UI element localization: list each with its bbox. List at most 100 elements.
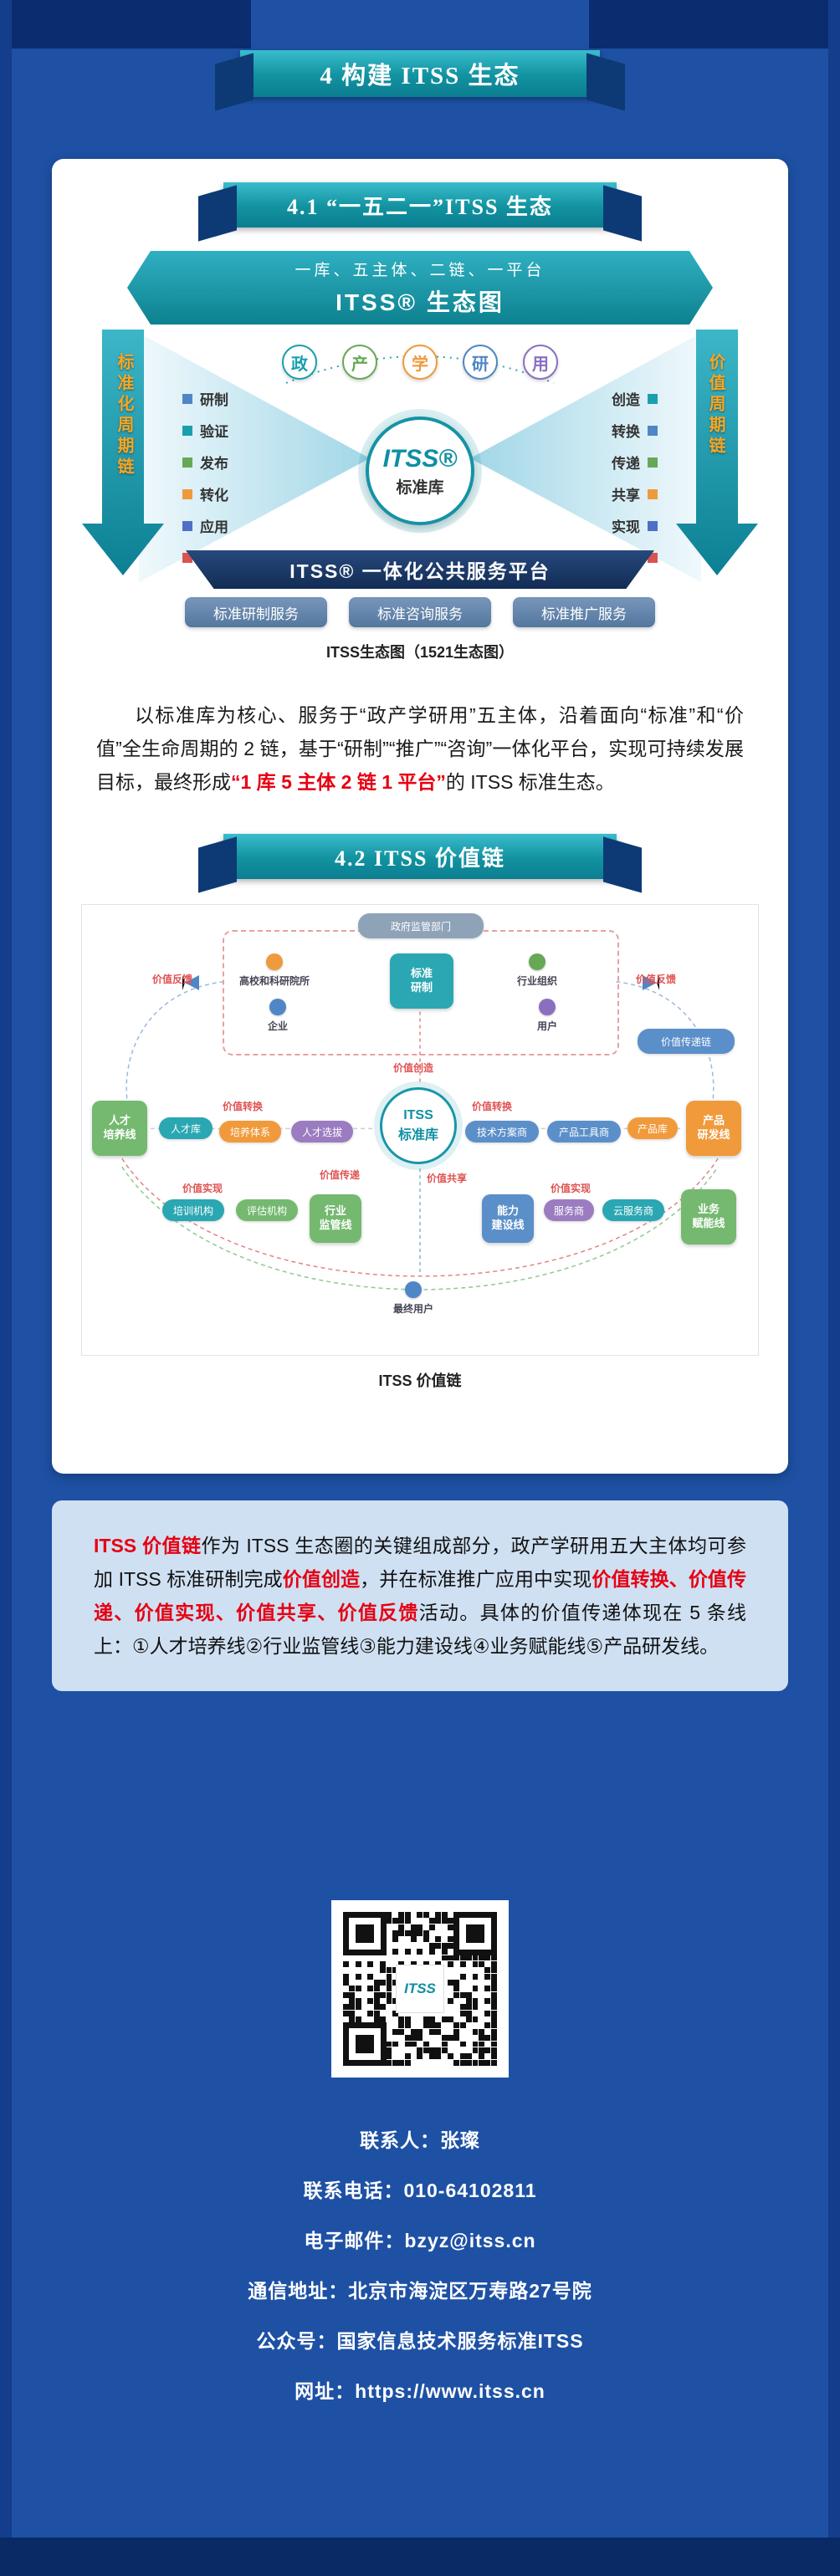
qr-module <box>417 1949 423 1955</box>
node-itss-standard-library: ITSS 标准库 <box>380 1087 457 1164</box>
qr-module <box>398 1960 405 1967</box>
qr-module <box>441 1949 448 1955</box>
section-41-paragraph: 以标准库为核心、服务于“政产学研用”五主体，沿着面向“标准”和“价值”全生命周期… <box>96 698 744 799</box>
node-talent-pool: 人才库 <box>159 1117 213 1139</box>
subsection-41-banner: 4.1 “一五二一”ITSS 生态 <box>223 182 617 227</box>
feedback-arrow-right-icon <box>643 975 659 990</box>
qr-module <box>490 1979 497 1986</box>
qr-module <box>448 1960 454 1967</box>
footer-bar <box>0 2538 840 2576</box>
node-talent-line: 人才 培养线 <box>92 1101 147 1156</box>
qr-module <box>448 1936 454 1943</box>
actor-label: 最终用户 <box>393 1303 434 1315</box>
eco-item: 共享 <box>612 483 658 504</box>
value-chain-caption: ITSS 价值链 <box>378 1372 462 1389</box>
qr-module <box>343 2010 349 2016</box>
qr-finder-top-right <box>453 1912 497 1955</box>
qr-module <box>466 2010 473 2016</box>
qr-module <box>429 1924 435 1930</box>
qr-module <box>448 1979 454 1986</box>
item-label: 验证 <box>200 424 228 440</box>
service-button: 标准研制服务 <box>185 597 327 627</box>
highlight-text: ITSS 价值链 <box>94 1535 202 1556</box>
qr-module <box>435 2047 442 2053</box>
item-bullet <box>648 425 658 436</box>
node-product-tool-vendor: 产品工具商 <box>547 1121 621 1142</box>
label-value-creation: 价值创造 <box>393 1062 434 1074</box>
qr-module <box>490 1986 497 1992</box>
eco-item: 应用 <box>182 515 228 536</box>
left-edge-decoration <box>0 0 12 2576</box>
qr-module <box>453 1979 460 1986</box>
qr-module <box>478 2059 484 2066</box>
qr-module <box>386 1979 392 1986</box>
contact-line: 联系电话：010-64102811 <box>303 2180 537 2201</box>
qr-module <box>453 2059 460 2066</box>
qr-module <box>472 2041 479 2047</box>
qr-module <box>404 1930 411 1936</box>
label-value-conversion-left: 价值转换 <box>223 1101 264 1112</box>
qr-module <box>429 2022 435 2029</box>
qr-module <box>429 2028 435 2035</box>
qr-module <box>435 2022 442 2029</box>
qr-module <box>380 1979 387 1986</box>
qr-module <box>404 2022 411 2029</box>
qr-module <box>472 2059 479 2066</box>
node-training-institution: 培训机构 <box>162 1199 224 1221</box>
qr-module <box>448 2053 454 2060</box>
subsection-41-title: 4.1 “一五二一”ITSS 生态 <box>287 194 553 219</box>
qr-module <box>386 2041 392 2047</box>
item-label: 转化 <box>200 488 228 503</box>
qr-module <box>373 2010 380 2016</box>
actor-label: 用户 <box>537 1020 558 1032</box>
node-cloud-provider: 云服务商 <box>602 1199 664 1221</box>
qr-module <box>484 1955 491 1961</box>
qr-module <box>459 2041 466 2047</box>
subject-circle: 研 <box>463 345 498 380</box>
qr-module <box>398 2016 405 2023</box>
qr-module <box>448 1924 454 1930</box>
qr-module <box>490 2028 497 2035</box>
qr-module <box>398 1912 405 1918</box>
qr-module <box>484 1973 491 1980</box>
qr-module <box>472 1973 479 1980</box>
standard-cycle-items: 研制验证发布转化应用改进 <box>182 388 228 568</box>
qr-module <box>398 1924 405 1930</box>
qr-module <box>466 2004 473 2011</box>
highlight-text: 价值创造 <box>282 1568 361 1590</box>
qr-module <box>373 2016 380 2023</box>
qr-module <box>423 1930 429 1936</box>
node-business-line: 业务 赋能线 <box>681 1189 736 1245</box>
actor-icon <box>529 953 545 970</box>
qr-module <box>423 1936 429 1943</box>
qr-module <box>349 1998 356 2004</box>
qr-module <box>392 1998 398 2004</box>
node-government: 政府监管部门 <box>358 913 484 938</box>
qr-module <box>484 2059 491 2066</box>
qr-module <box>349 1991 356 1998</box>
label-value-conversion-right: 价值转换 <box>472 1101 513 1112</box>
item-bullet <box>648 488 658 499</box>
subject-circle: 产 <box>342 345 377 380</box>
qr-module <box>343 1991 349 1998</box>
subject-circle: 用 <box>523 345 558 380</box>
item-label: 实现 <box>612 519 640 535</box>
qr-module <box>441 1942 448 1949</box>
qr-module <box>417 1924 423 1930</box>
qr-module <box>398 2059 405 2066</box>
node-service-provider: 服务商 <box>544 1199 594 1221</box>
qr-module <box>466 1991 473 1998</box>
qr-module <box>404 1918 411 1924</box>
qr-logo-text: ITSS <box>404 1981 436 1996</box>
qr-module <box>484 2022 491 2029</box>
qr-module <box>349 2010 356 2016</box>
qr-module <box>380 1960 387 1967</box>
actor-label: 高校和科研院所 <box>239 975 310 987</box>
qr-module <box>453 2035 460 2042</box>
qr-module <box>417 1912 423 1918</box>
qr-module <box>459 2059 466 2066</box>
node-enterprise: 企业 <box>268 999 288 1033</box>
eco-item: 验证 <box>182 420 228 441</box>
qr-module <box>466 2059 473 2066</box>
qr-module <box>355 2004 361 2011</box>
